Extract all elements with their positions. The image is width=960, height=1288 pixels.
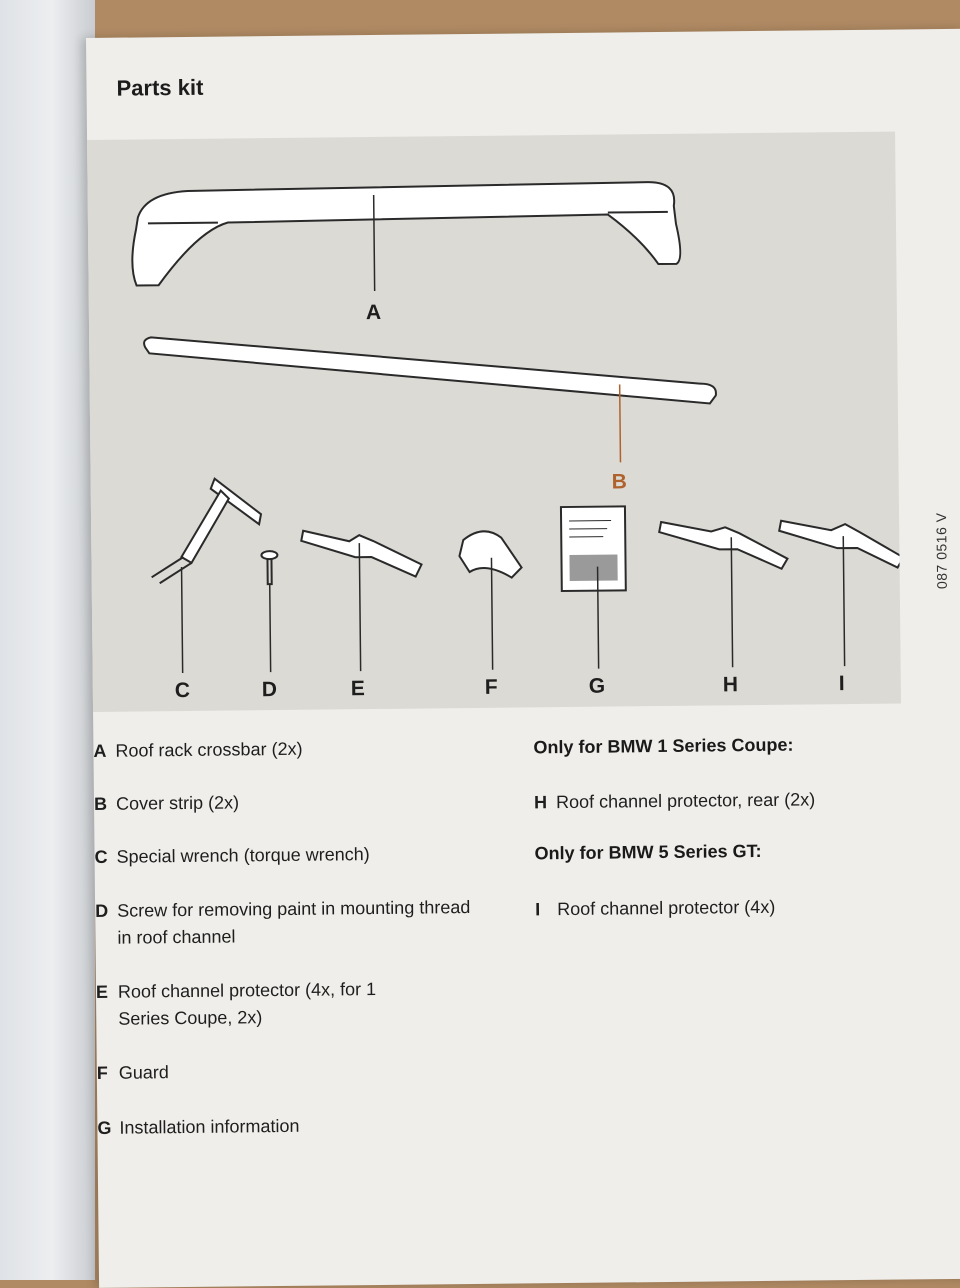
legend-letter: D xyxy=(95,900,109,921)
legend-text: Roof rack crossbar (2x) xyxy=(115,738,303,761)
legend-letter: I xyxy=(535,899,541,920)
legend-letter: F xyxy=(96,1062,108,1083)
legend-text: Roof channel protector (4x, for 1 Series… xyxy=(117,979,377,1029)
legend-text: Screw for removing paint in mounting thr… xyxy=(117,897,471,948)
protector-e-drawing xyxy=(300,529,423,578)
screw-drawing xyxy=(260,550,279,586)
leader-a xyxy=(372,194,376,291)
legend-text: Guard xyxy=(118,1062,169,1083)
callout-b: B xyxy=(611,470,627,494)
callout-g: G xyxy=(588,674,606,698)
leader-d xyxy=(268,584,272,673)
subhead-5-series-gt: Only for BMW 5 Series GT: xyxy=(534,840,762,864)
legend-text: Installation information xyxy=(119,1115,300,1138)
crossbar-drawing xyxy=(131,181,682,287)
callout-c: C xyxy=(174,678,191,703)
leader-g xyxy=(596,566,600,669)
legend-item-b: B Cover strip (2x) xyxy=(94,787,496,818)
cover-strip-drawing xyxy=(143,336,717,405)
legend-letter: H xyxy=(533,792,548,813)
legend-item-g: G Installation information xyxy=(97,1111,499,1142)
legend-text: Special wrench (torque wrench) xyxy=(116,844,370,867)
callout-h: H xyxy=(722,673,739,697)
legend-item-f: F Guard xyxy=(97,1056,499,1087)
manual-page: Parts kit xyxy=(86,28,960,1288)
leader-i xyxy=(842,536,846,667)
leader-e xyxy=(358,543,362,672)
callout-i: I xyxy=(838,672,845,696)
legend-item-h: H Roof channel protector, rear (2x) xyxy=(534,786,876,817)
legend-text: Cover strip (2x) xyxy=(115,792,240,814)
wrench-drawing xyxy=(151,477,263,585)
legend-text: Roof channel protector, rear (2x) xyxy=(555,789,816,813)
legend-item-i: I Roof channel protector (4x) xyxy=(535,893,877,924)
left-page-edge xyxy=(0,0,95,1280)
callout-e: E xyxy=(350,677,365,701)
protector-h-drawing xyxy=(658,520,789,571)
subhead-1-series-coupe: Only for BMW 1 Series Coupe: xyxy=(533,734,794,758)
guard-drawing xyxy=(458,530,523,579)
legend-item-e: E Roof channel protector (4x, for 1 Seri… xyxy=(96,976,379,1033)
legend-text: Roof channel protector (4x) xyxy=(557,896,776,920)
parts-illustration: A B C D E F G H I xyxy=(87,131,902,712)
callout-f: F xyxy=(484,675,498,699)
legend-item-a: A Roof rack crossbar (2x) xyxy=(93,734,495,765)
callout-d: D xyxy=(261,678,278,702)
leader-h xyxy=(730,537,734,668)
legend-item-c: C Special wrench (torque wrench) xyxy=(94,840,496,871)
leader-b xyxy=(618,384,622,463)
leader-c xyxy=(180,567,184,674)
legend-letter: C xyxy=(94,846,108,867)
callout-a: A xyxy=(365,300,382,325)
page-title: Parts kit xyxy=(116,74,204,101)
legend-letter: B xyxy=(93,793,108,814)
figure-code: 087 0516 V xyxy=(933,512,950,590)
legend-item-d: D Screw for removing paint in mounting t… xyxy=(95,894,473,952)
legend-letter: E xyxy=(95,981,109,1002)
legend-letter: G xyxy=(97,1117,112,1138)
leader-f xyxy=(490,557,494,670)
protector-i-drawing xyxy=(778,519,902,569)
legend-letter: A xyxy=(93,740,107,761)
parts-drawing xyxy=(131,181,902,674)
